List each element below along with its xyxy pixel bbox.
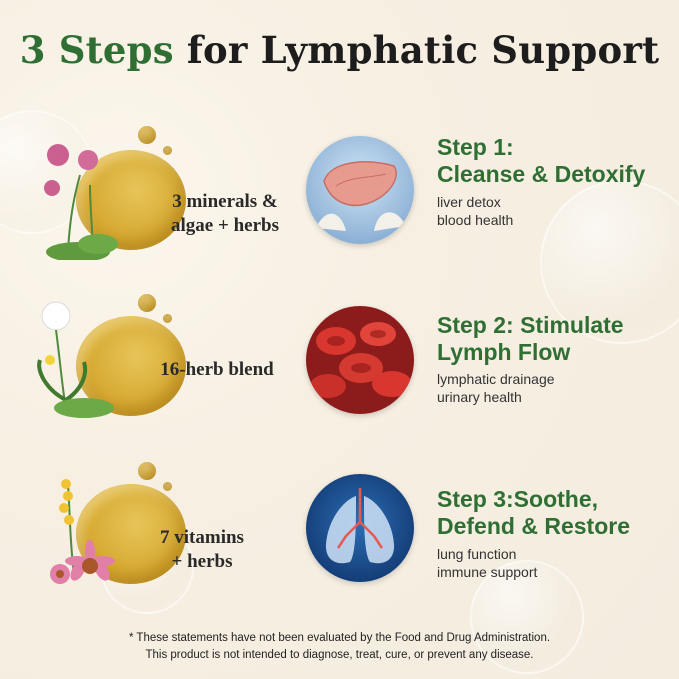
lungs-image <box>306 474 414 582</box>
golden-droplet-icon <box>138 462 156 480</box>
red-blood-cells-icon <box>306 306 414 414</box>
echinacea-flower-icon <box>50 479 115 584</box>
title-accent: 3 Steps <box>19 28 174 72</box>
fda-disclaimer: * These statements have not been evaluat… <box>128 632 551 661</box>
liver-image <box>306 136 414 244</box>
golden-droplet-icon <box>163 314 172 323</box>
golden-droplet-icon <box>163 146 172 155</box>
clover-flower-icon <box>44 144 118 260</box>
page-title: 3 Steps for Lymphatic Support <box>0 28 679 72</box>
golden-droplet-icon <box>138 126 156 144</box>
ingredient-label: 3 minerals & algae + herbs <box>171 191 279 236</box>
background-bubble <box>0 110 94 234</box>
step-row-3: 7 vitamins + herbs Step 3:Soothe, Defend… <box>0 458 679 608</box>
blood-cells-image <box>306 306 414 414</box>
step-description: liver detox blood health <box>437 194 514 228</box>
step-description: lymphatic drainage urinary health <box>437 371 555 405</box>
lungs-icon <box>306 474 414 582</box>
step-description: lung function immune support <box>437 546 538 580</box>
background-bubble <box>470 560 584 674</box>
step-title: Step 3:Soothe, Defend & Restore <box>437 486 630 539</box>
background-bubble <box>540 180 679 344</box>
ingredient-label: 7 vitamins + herbs <box>160 527 244 572</box>
step-title: Step 2: Stimulate Lymph Flow <box>437 312 624 365</box>
golden-droplet-icon <box>138 294 156 312</box>
step-title: Step 1: Cleanse & Detoxify <box>437 134 646 187</box>
step-row-1: 3 minerals & algae + herbs Step 1: Clean… <box>0 120 679 270</box>
ingredient-label: 16-herb blend <box>160 359 274 380</box>
dandelion-plant-icon <box>37 301 114 418</box>
liver-icon <box>306 136 414 244</box>
title-rest: for Lymphatic Support <box>173 28 660 72</box>
step-row-2: 16-herb blend Step 2: Stimulate Lymph Fl… <box>0 290 679 440</box>
golden-droplet-icon <box>163 482 172 491</box>
